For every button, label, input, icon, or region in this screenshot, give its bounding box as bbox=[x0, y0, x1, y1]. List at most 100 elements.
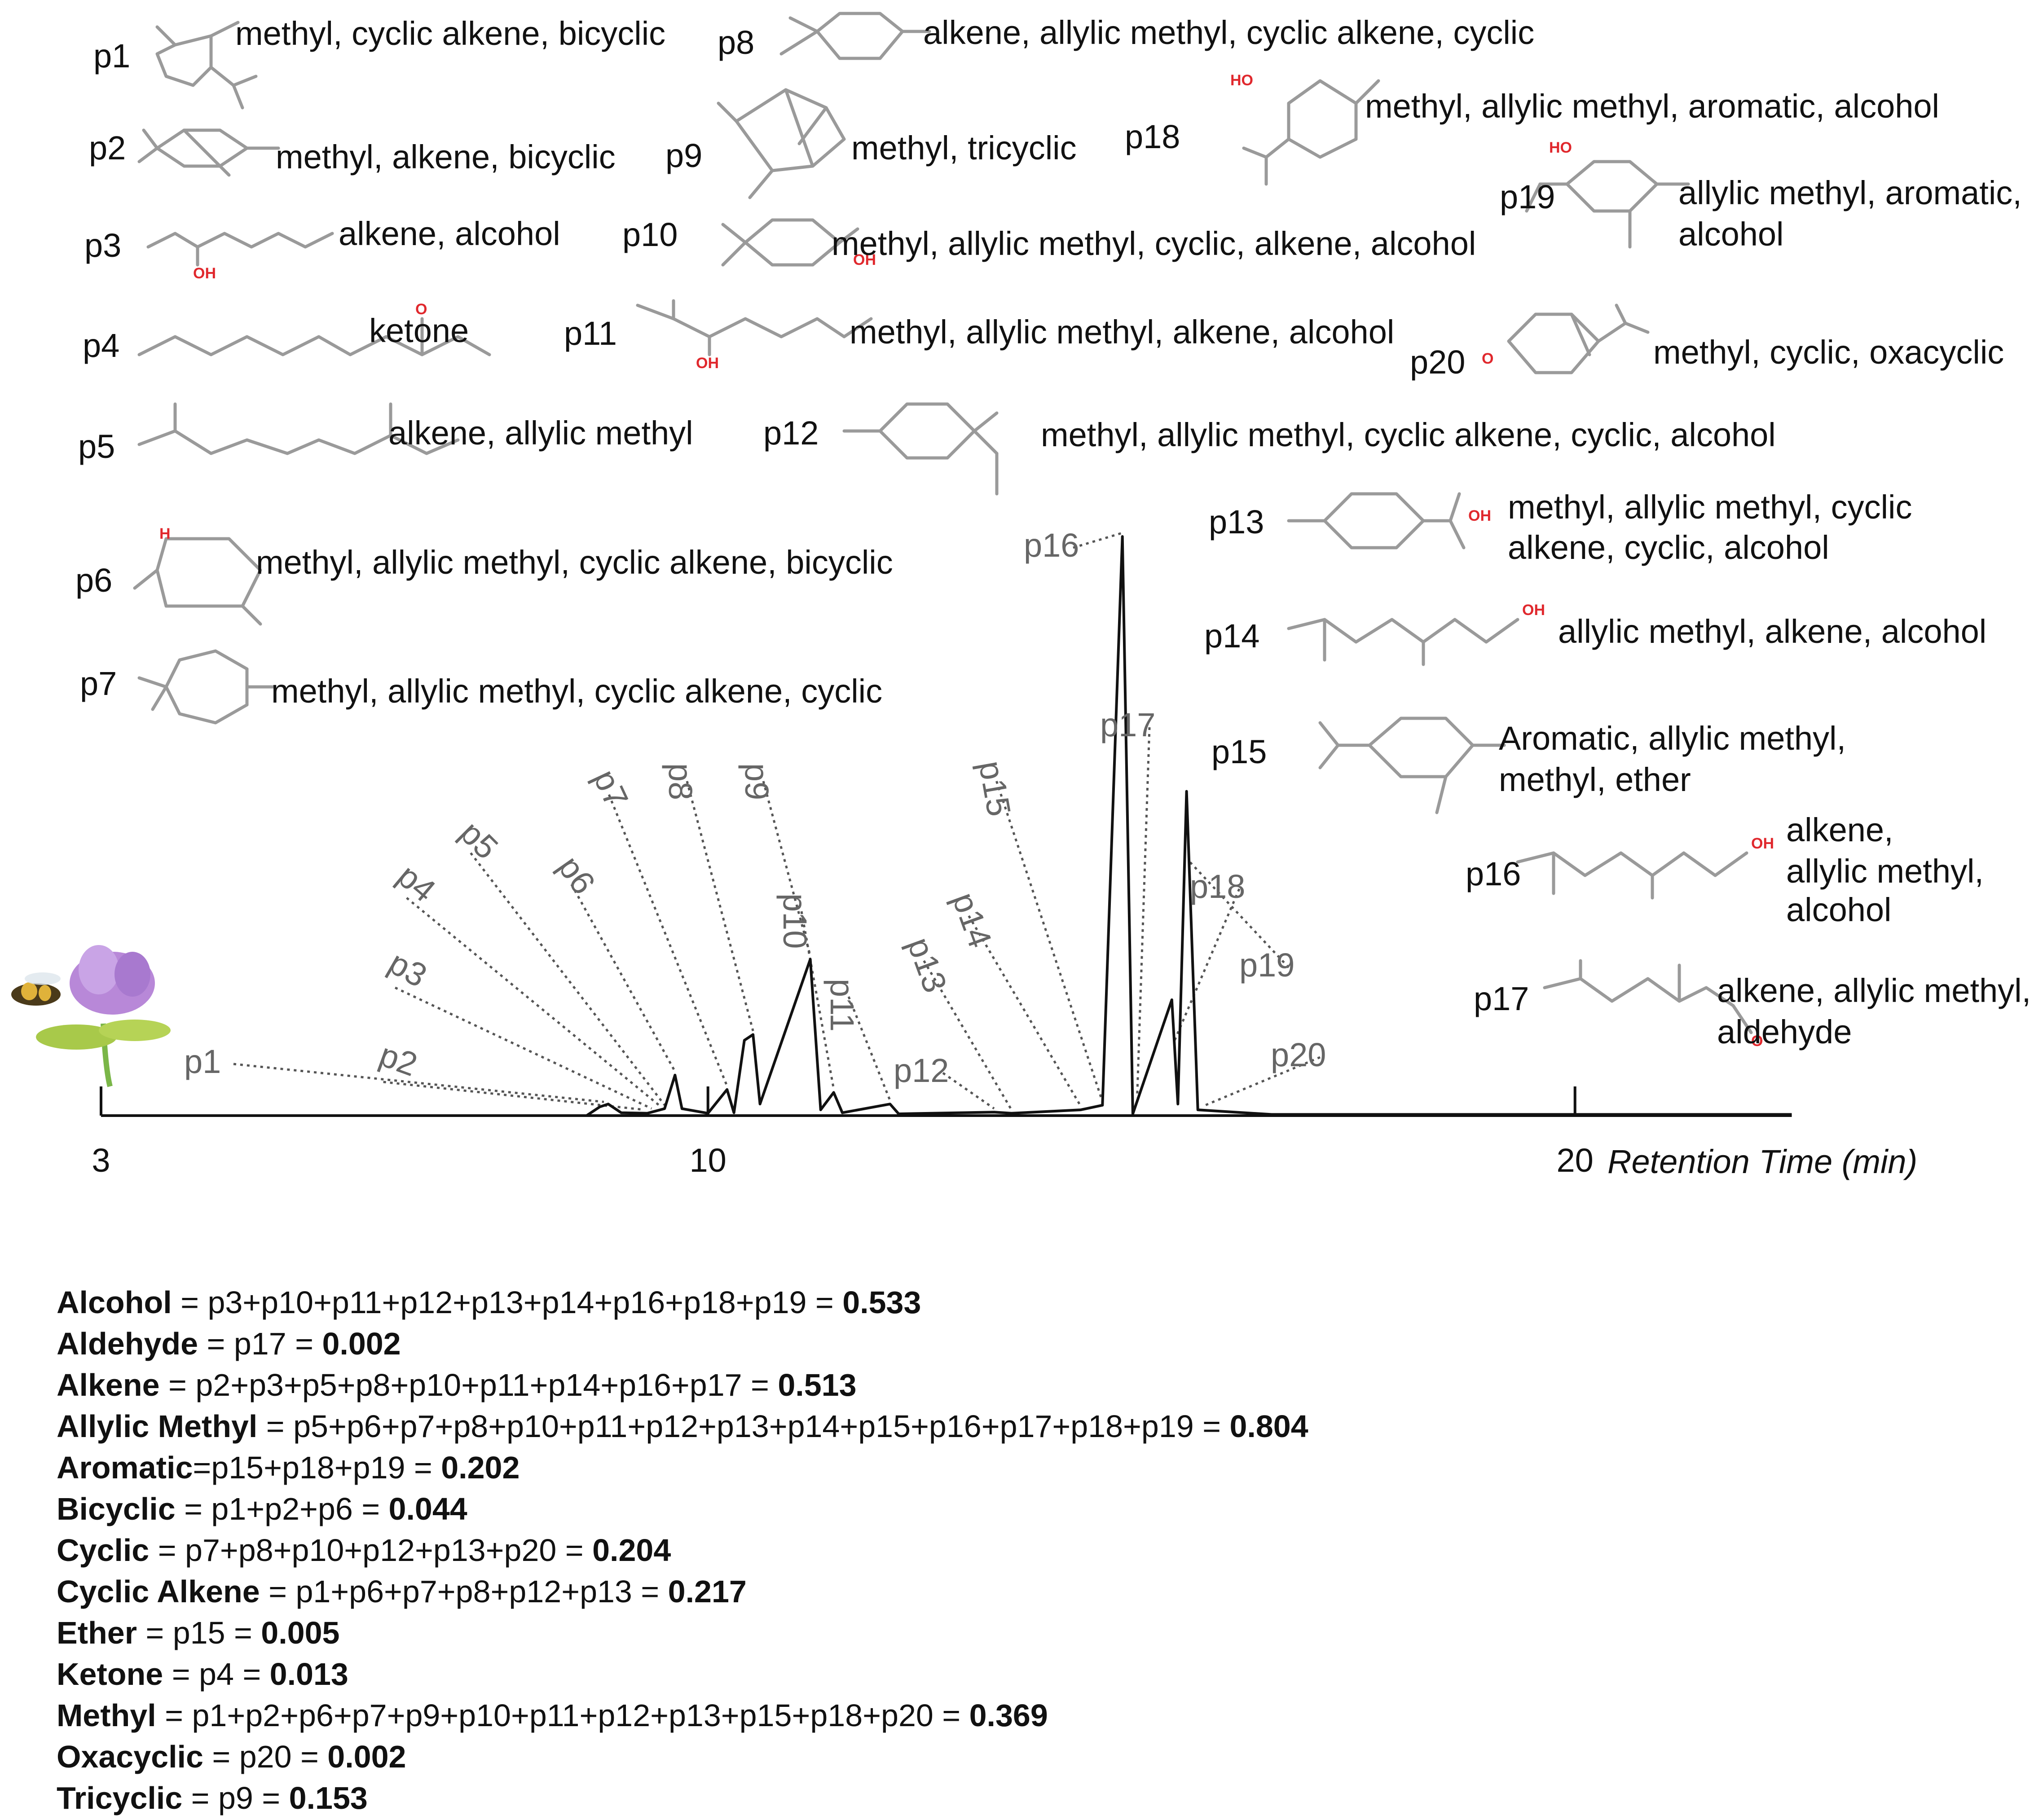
structure-p5-icon bbox=[137, 402, 460, 455]
oh-label-p13: OH bbox=[1468, 507, 1491, 524]
structure-p15-icon bbox=[1318, 717, 1506, 814]
compound-desc-p12: methyl, allylic methyl, cyclic alkene, c… bbox=[1041, 416, 1776, 453]
compound-id-p8: p8 bbox=[718, 24, 754, 61]
compound-desc-p15-line2: methyl, ether bbox=[1499, 761, 1691, 798]
summary-row: Oxacyclic = p20 = 0.002 bbox=[57, 1736, 1308, 1777]
compound-id-p9: p9 bbox=[665, 137, 702, 174]
summary-value: 0.217 bbox=[668, 1574, 747, 1609]
peak-label-p19: p19 bbox=[1239, 946, 1294, 984]
summary-class-name: Oxacyclic bbox=[57, 1739, 203, 1774]
leader-line-p4 bbox=[406, 897, 661, 1108]
x-tick-label-3: 3 bbox=[92, 1142, 110, 1179]
class-summary: Alcohol = p3+p10+p11+p12+p13+p14+p16+p18… bbox=[57, 1282, 1308, 1819]
summary-value: 0.005 bbox=[261, 1615, 340, 1650]
summary-formula: p1+p6+p7+p8+p12+p13 = bbox=[295, 1574, 668, 1609]
leader-line-p18 bbox=[1173, 888, 1241, 1042]
summary-row: Alkene = p2+p3+p5+p8+p10+p11+p14+p16+p17… bbox=[57, 1364, 1308, 1406]
peak-leader-lines bbox=[233, 532, 1321, 1111]
peak-label-p20: p20 bbox=[1271, 1036, 1326, 1073]
compound-id-p16: p16 bbox=[1466, 855, 1521, 892]
summary-class-name: Alkene bbox=[57, 1367, 160, 1402]
summary-class-name: Cyclic Alkene bbox=[57, 1574, 260, 1609]
compound-id-p2: p2 bbox=[89, 129, 126, 167]
leader-line-p20 bbox=[1202, 1056, 1321, 1108]
compound-desc-p8: alkene, allylic methyl, cyclic alkene, c… bbox=[923, 14, 1534, 51]
peak-label-p2: p2 bbox=[375, 1036, 423, 1083]
structure-p1-icon bbox=[155, 21, 258, 110]
summary-row: Allylic Methyl = p5+p6+p7+p8+p10+p11+p12… bbox=[57, 1406, 1308, 1447]
summary-row: Cyclic Alkene = p1+p6+p7+p8+p12+p13 = 0.… bbox=[57, 1571, 1308, 1612]
structure-p11-icon: OH bbox=[636, 299, 873, 372]
compound-desc-p16-line3: alcohol bbox=[1786, 891, 1892, 928]
summary-formula: p15 = bbox=[172, 1615, 261, 1650]
leader-line-p14 bbox=[968, 915, 1082, 1107]
oh-label-p10: OH bbox=[853, 251, 876, 268]
structure-p17-icon: O bbox=[1543, 959, 1763, 1050]
compound-desc-p13-line1: methyl, allylic methyl, cyclic bbox=[1508, 488, 1912, 526]
o-label-p17: O bbox=[1751, 1033, 1763, 1050]
compound-desc-p10: methyl, allylic methyl, cyclic, alkene, … bbox=[832, 225, 1476, 262]
summary-row: Ketone = p4 = 0.013 bbox=[57, 1653, 1308, 1695]
summary-formula: p5+p6+p7+p8+p10+p11+p12+p13+p14+p15+p16+… bbox=[293, 1409, 1230, 1444]
peak-label-p13: p13 bbox=[900, 932, 954, 997]
structure-p13-icon: OH bbox=[1287, 492, 1491, 550]
leader-line-p13 bbox=[923, 960, 1013, 1111]
summary-class-name: Alcohol bbox=[57, 1285, 172, 1320]
peak-label-p16: p16 bbox=[1024, 527, 1079, 564]
summary-value: 0.533 bbox=[842, 1285, 921, 1320]
summary-separator: = bbox=[163, 1657, 199, 1692]
leader-line-p10 bbox=[800, 911, 835, 1089]
leader-line-p2 bbox=[383, 1081, 643, 1111]
peak-label-p14: p14 bbox=[945, 888, 999, 952]
oh-label-p16: OH bbox=[1751, 835, 1774, 852]
compound-desc-p15-line1: Aromatic, allylic methyl, bbox=[1499, 720, 1846, 757]
compound-id-p11: p11 bbox=[564, 315, 617, 352]
peak-label-p15: p15 bbox=[972, 758, 1018, 819]
summary-row: Cyclic = p7+p8+p10+p12+p13+p20 = 0.204 bbox=[57, 1530, 1308, 1571]
peak-label-p17: p17 bbox=[1100, 706, 1155, 743]
summary-separator: = bbox=[182, 1780, 218, 1816]
chromatogram-line bbox=[101, 535, 1792, 1117]
summary-row: Ether = p15 = 0.005 bbox=[57, 1612, 1308, 1653]
leader-line-p15 bbox=[995, 781, 1104, 1102]
summary-formula: p15+p18+p19 = bbox=[211, 1450, 441, 1485]
ho-label-p18: HO bbox=[1230, 72, 1253, 89]
compound-desc-p13-line2: alkene, cyclic, alcohol bbox=[1508, 529, 1829, 566]
structure-p7-icon bbox=[137, 649, 276, 725]
summary-class-name: Tricyclic bbox=[57, 1780, 183, 1816]
oh-label-p11: OH bbox=[696, 355, 719, 372]
summary-class-name: Ether bbox=[57, 1615, 137, 1650]
summary-separator: = bbox=[198, 1326, 234, 1361]
summary-separator: = bbox=[257, 1409, 294, 1444]
compound-id-p18: p18 bbox=[1125, 118, 1180, 155]
compound-id-p4: p4 bbox=[83, 327, 119, 364]
compound-desc-p2: methyl, alkene, bicyclic bbox=[276, 138, 616, 176]
summary-class-name: Cyclic bbox=[57, 1533, 150, 1568]
leader-line-p16 bbox=[1073, 532, 1123, 549]
compound-id-p1: p1 bbox=[93, 37, 130, 75]
leader-line-p6 bbox=[570, 884, 676, 1072]
leader-line-p3 bbox=[394, 986, 652, 1110]
summary-row: Methyl = p1+p2+p6+p7+p9+p10+p11+p12+p13+… bbox=[57, 1695, 1308, 1736]
compound-desc-p14: allylic methyl, alkene, alcohol bbox=[1558, 613, 1986, 650]
summary-value: 0.804 bbox=[1229, 1409, 1308, 1444]
summary-value: 0.513 bbox=[778, 1367, 857, 1402]
summary-formula: p20 = bbox=[239, 1739, 328, 1774]
structure-p9-icon bbox=[717, 88, 846, 199]
peak-label-p18: p18 bbox=[1190, 868, 1245, 905]
compound-desc-p19-line1: allylic methyl, aromatic, bbox=[1678, 174, 2022, 211]
x-axis-title: Retention Time (min) bbox=[1607, 1143, 1917, 1180]
summary-formula: p2+p3+p5+p8+p10+p11+p14+p16+p17 = bbox=[195, 1367, 778, 1402]
leader-line-p17 bbox=[1136, 727, 1151, 1098]
structure-p12-icon bbox=[842, 402, 999, 496]
leader-line-p7 bbox=[608, 794, 728, 1086]
summary-formula: p17 = bbox=[233, 1326, 322, 1361]
summary-value: 0.002 bbox=[322, 1326, 401, 1361]
peak-label-p1: p1 bbox=[184, 1043, 221, 1080]
compound-id-p6: p6 bbox=[75, 562, 112, 599]
summary-value: 0.369 bbox=[969, 1698, 1048, 1733]
compound-desc-p9: methyl, tricyclic bbox=[851, 129, 1077, 167]
compound-id-p17: p17 bbox=[1474, 980, 1529, 1017]
